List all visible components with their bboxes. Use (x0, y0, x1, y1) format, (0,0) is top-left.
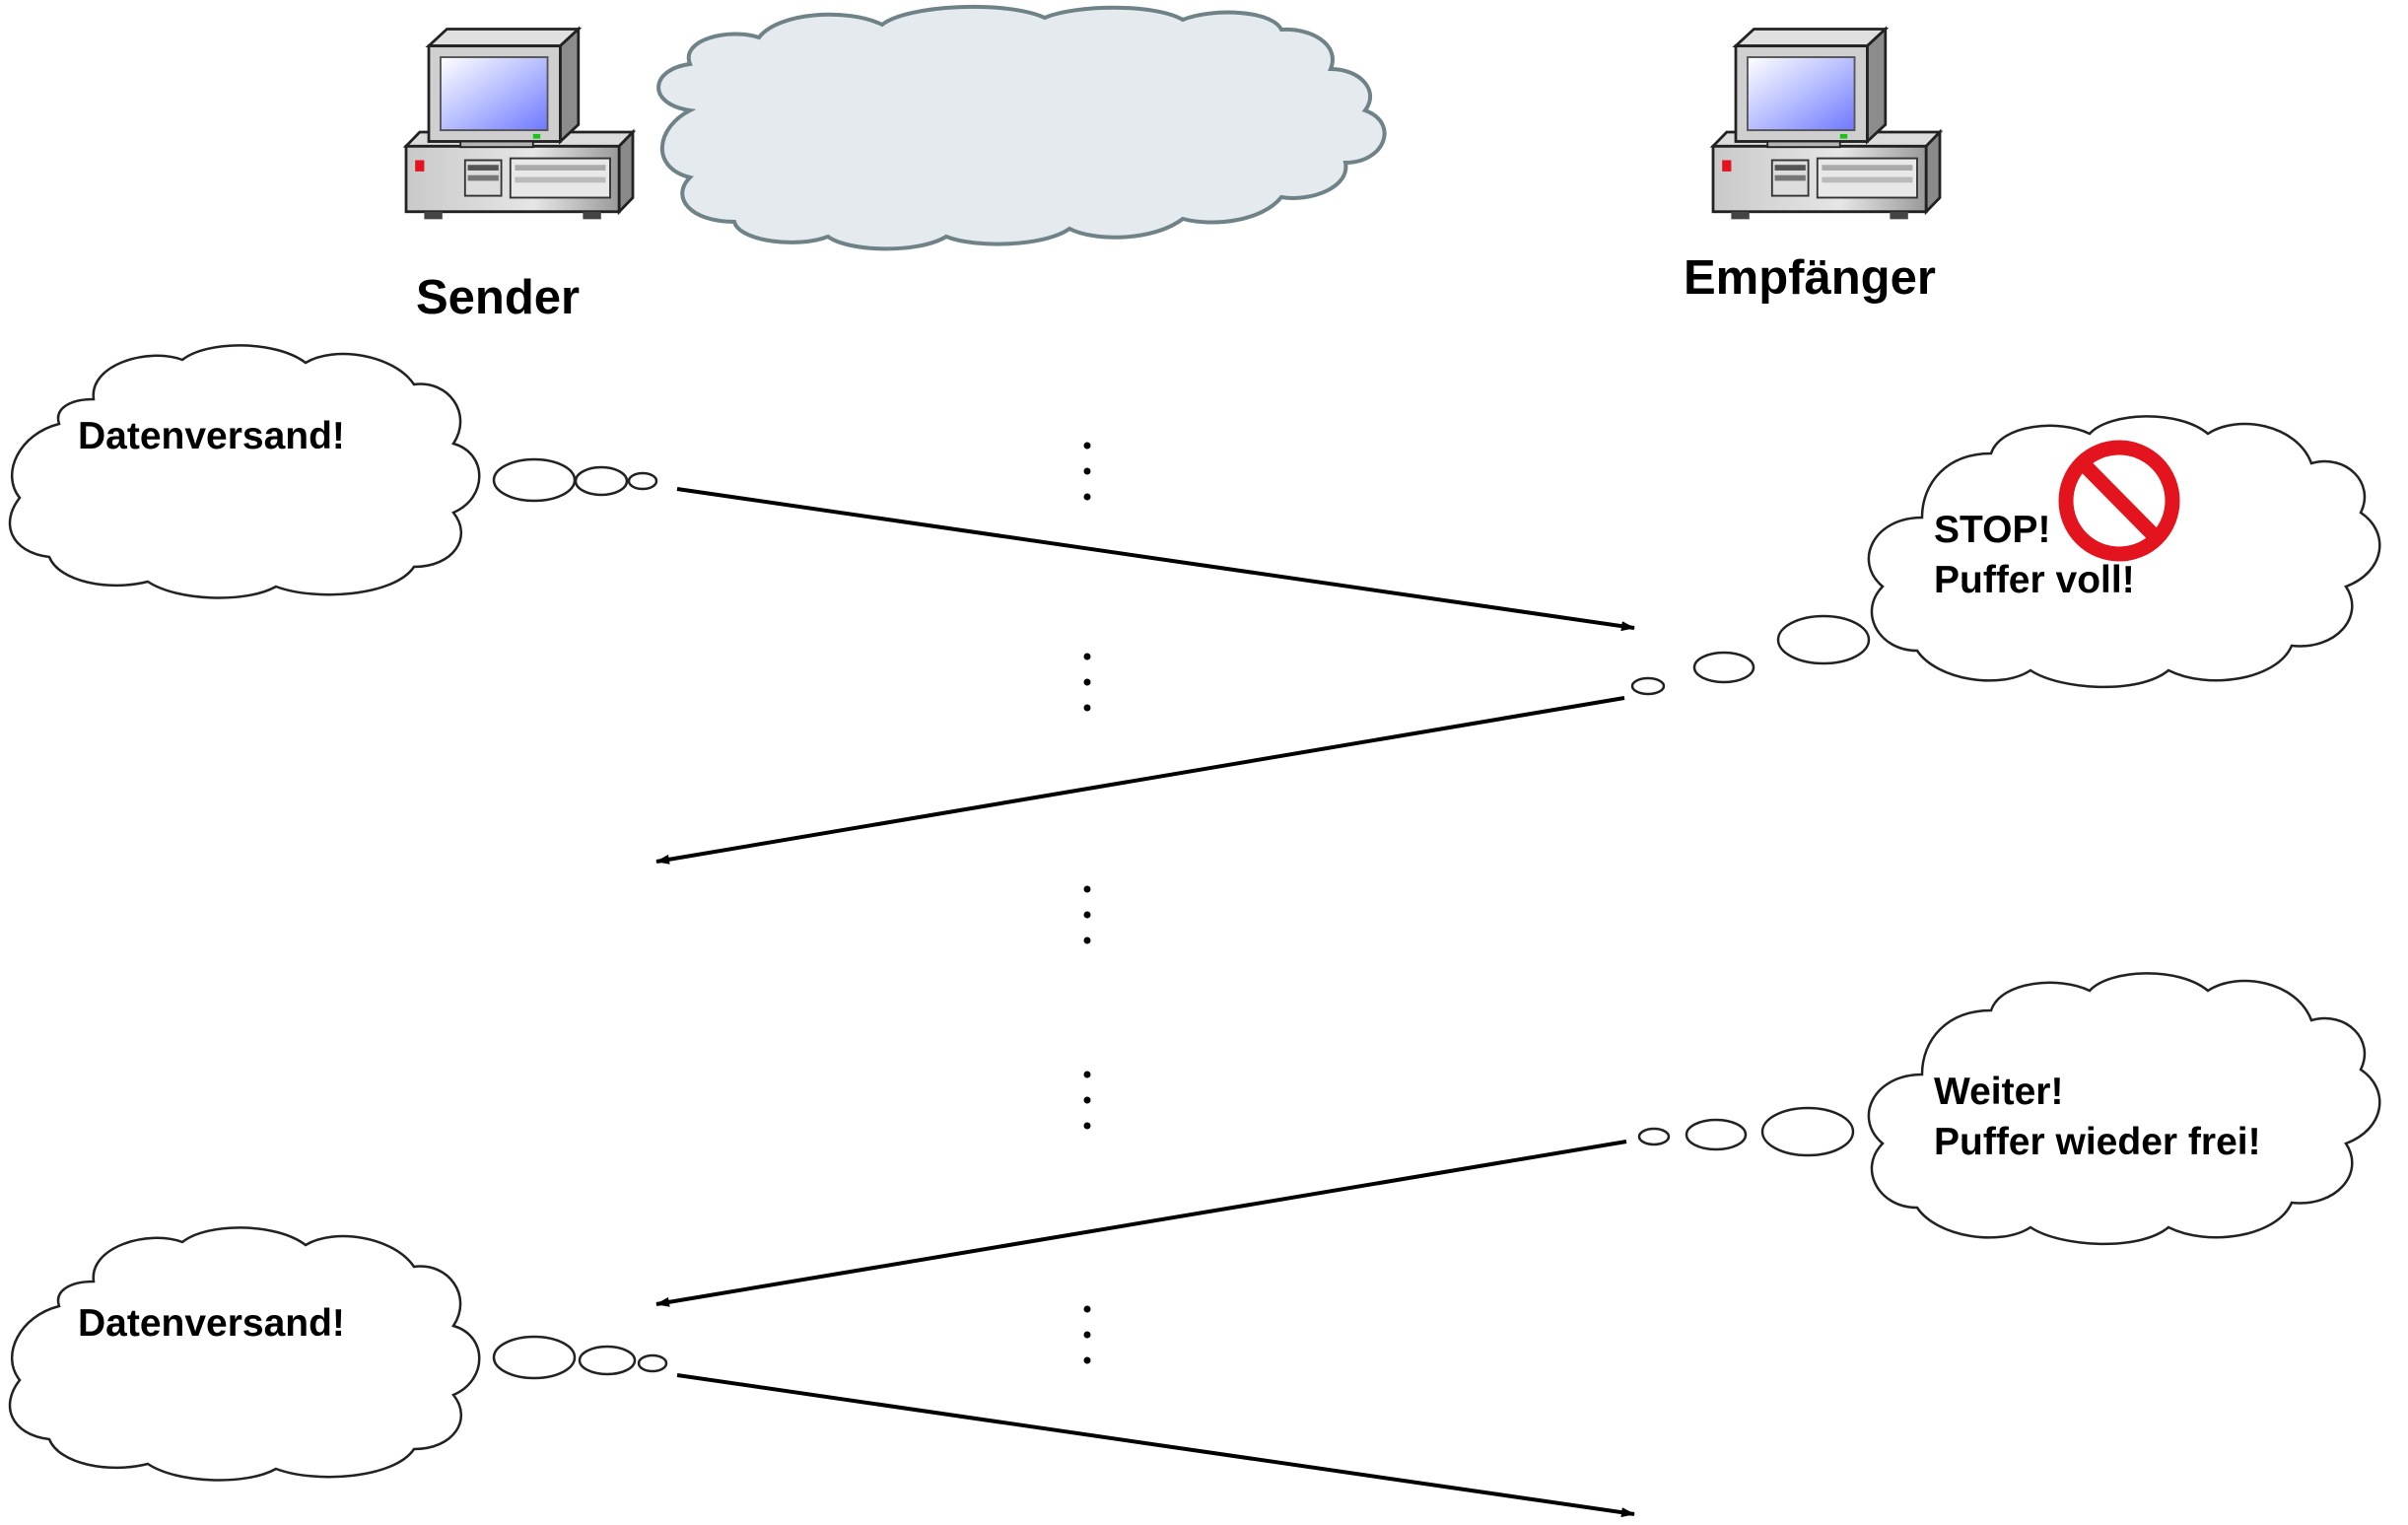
thought-bubble-stop: STOP! Puffer voll! (1630, 415, 2381, 696)
bubble-text-line2: Puffer wieder frei! (1934, 1121, 2261, 1163)
no-entry-icon (2058, 440, 2180, 562)
data-arrow-1 (676, 487, 1635, 632)
message-arrows (655, 487, 1635, 1518)
receiver-label: Empfänger (1684, 251, 1936, 305)
network-cloud-icon (656, 4, 1387, 251)
bubble-text: Datenversand! (78, 1302, 345, 1345)
bubble-text-line1: Weiter! (1934, 1071, 2063, 1113)
receiver-computer (1711, 28, 1942, 221)
bubble-text-line2: Puffer voll! (1934, 559, 2135, 601)
thought-bubble-send-2: Datenversand! (8, 1226, 668, 1482)
desktop-computer-icon (1711, 28, 1942, 221)
desktop-computer-icon (404, 28, 635, 221)
thought-bubble-send-1: Datenversand! (8, 344, 658, 599)
bubble-text: Datenversand! (78, 415, 345, 457)
data-arrow-2 (676, 1373, 1635, 1518)
bubble-text-line1: STOP! (1934, 509, 2050, 551)
continue-arrow (655, 1140, 1627, 1307)
sender-computer (404, 28, 635, 221)
sender-label: Sender (416, 271, 580, 324)
stop-arrow (655, 696, 1625, 865)
ellipsis-separators (1083, 442, 1091, 1364)
thought-bubble-continue: Weiter! Puffer wieder frei! (1637, 972, 2381, 1246)
